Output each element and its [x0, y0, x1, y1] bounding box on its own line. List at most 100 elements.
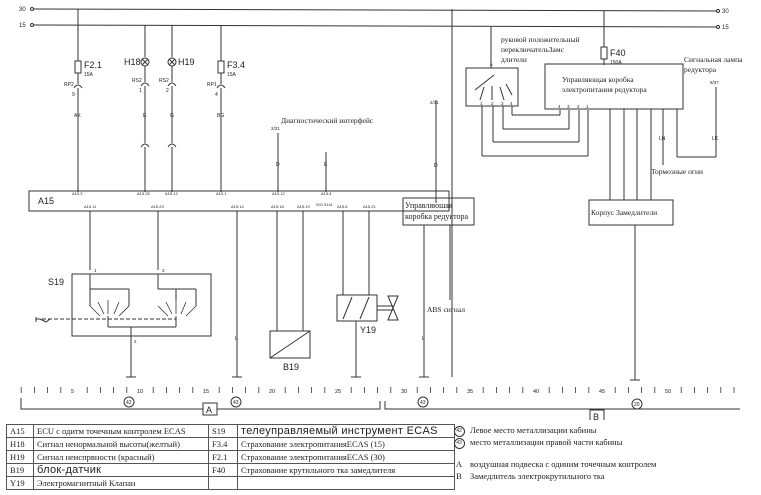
conn-rs2-a-pin: 1: [139, 88, 142, 94]
sensor-b19: [269, 330, 311, 359]
conn-rp2: RP2: [64, 82, 74, 88]
rail-15-label-right: 15: [722, 25, 729, 31]
legend-cell-desc2: Страхование электропитанияECAS (15): [237, 437, 455, 451]
fuse-f3-4-label: F3.4: [227, 60, 245, 70]
switch-pin-a: a: [490, 62, 493, 67]
legend-cell-desc: Сигнал неиспрвности (красный): [33, 450, 209, 464]
ecu-pin: A15.25: [137, 191, 150, 196]
note-text: Левое место металлизации кабины: [470, 425, 597, 435]
ecu-pin: A15.12: [272, 191, 285, 196]
y19-label: Y19: [360, 325, 376, 335]
wire-l: L: [235, 336, 238, 342]
gearbox-ref: 2/31: [430, 100, 439, 105]
retarder-body-label: Корпус Замедлители: [591, 208, 657, 217]
lamp-h19-label: H19: [178, 57, 195, 67]
scale-tick-label: 15: [203, 389, 209, 395]
manual-switch-label-1: руковой положительный: [501, 35, 580, 44]
s19-pin-3: 3: [162, 268, 165, 273]
gearbox-box-label-2: коробка редуктора: [405, 212, 469, 221]
power-box-label-1: Управляющая коробка: [562, 75, 634, 84]
switch-pin: 2: [491, 101, 494, 106]
wire-ak: AK: [74, 113, 81, 119]
ground-marker-icon: 42: [453, 425, 465, 437]
wire-lk: LK: [712, 136, 719, 142]
fuse-f40: [600, 46, 608, 60]
legend-cell-code2: F2.1: [208, 450, 238, 464]
legend-cell-desc2: [237, 476, 455, 490]
notes-legend: 42 Левое место металлизации кабины 43 ме…: [448, 424, 656, 482]
fuse-f40-rating: 150A: [610, 60, 622, 66]
box-pin: 3: [567, 104, 570, 109]
legend-cell-code: H18: [6, 437, 34, 451]
manual-switch-label-2: переключательЗамс: [501, 45, 565, 54]
ecu-pin: A15.3: [72, 191, 83, 196]
ecu-iso-label: ISO 9141: [316, 202, 334, 207]
fuse-f2-1-label: F2.1: [84, 60, 102, 70]
box-pin: 4: [558, 104, 561, 109]
wire-g: G: [170, 113, 174, 119]
fuse-f2-1-rating: 15A: [84, 72, 94, 78]
switch-pin: 1: [480, 101, 483, 106]
legend-cell-code: A15: [6, 424, 34, 438]
legend-cell-desc: ECU с одитм точечным контролем ECAS: [33, 424, 209, 438]
ecu-pin: A15.19: [297, 204, 310, 209]
legend-cell-code2: S19: [208, 424, 238, 438]
gearbox-wire-d: D: [434, 163, 438, 169]
power-box-label-2: электропитания редуктора: [562, 85, 647, 94]
section-b-label: B: [593, 412, 599, 420]
manual-retarder-switch: [465, 67, 519, 107]
conn-rs2-b-pin: 2: [166, 88, 169, 94]
legend-cell-code2: [208, 476, 238, 490]
scale-tick-label: 25: [335, 389, 341, 395]
ecu-a15-label: A15: [38, 196, 54, 206]
lamp-h18-label: H18: [124, 57, 141, 67]
fuse-f40-label: F40: [610, 48, 626, 58]
wire-bg: BG: [217, 113, 224, 119]
legend-cell-desc: блок-датчик: [33, 463, 209, 477]
legend-cell-code: Y19: [6, 476, 34, 490]
section-a-box: [202, 402, 218, 416]
ground-marker-icon: 43: [453, 437, 465, 449]
ecu-pin: A15.21: [363, 204, 376, 209]
conn-rs2-b: RS2: [159, 78, 169, 84]
abs-signal-label: ABS сигнал: [427, 305, 465, 314]
ground-43b-marker: [417, 396, 429, 408]
scale-tick-label: 10: [137, 389, 143, 395]
switch-pin: 3: [501, 101, 504, 106]
box-pin: 1: [586, 104, 589, 109]
signal-lamp-label-1: Сигнальная лампа: [684, 55, 743, 64]
legend-cell-code: H19: [6, 450, 34, 464]
lamp-ref: 8/37: [710, 80, 719, 85]
s19-label: S19: [48, 277, 64, 287]
note-text: место металлизации правой части кабины: [470, 437, 623, 447]
ground-42-number: 42: [126, 400, 132, 406]
section-row: B Замедлитель электрокрутильного тка: [448, 470, 656, 482]
s19-pin-1: 1: [94, 268, 97, 273]
ground-42-marker: [123, 396, 135, 408]
wire-e: E: [143, 113, 147, 119]
diag-wire-d: D: [276, 162, 280, 168]
ecu-pin: A15.18: [271, 204, 284, 209]
note-row: 43 место металлизации правой части кабин…: [448, 436, 656, 449]
diag-interface-label: Диагностический интерфейс: [281, 116, 374, 125]
scale-tick-label: 35: [467, 389, 473, 395]
abs-wire-l: L: [422, 336, 425, 342]
ecu-pin: A15.4: [321, 191, 332, 196]
section-symbol: B: [456, 471, 462, 481]
rail-15-label-left: 15: [19, 23, 26, 29]
scale-tick-label: 20: [269, 389, 275, 395]
rail-30-label-left: 30: [19, 7, 26, 13]
switch-pin: 4: [510, 101, 513, 106]
scale-tick-label: 45: [599, 389, 605, 395]
conn-rp2-pin: 9: [72, 92, 75, 98]
b19-label: B19: [283, 362, 299, 372]
scale-tick-label: 50: [665, 389, 671, 395]
note-row: 42 Левое место металлизации кабины: [448, 424, 656, 437]
legend-cell-desc: Электромагнитный Клапан: [33, 476, 209, 490]
